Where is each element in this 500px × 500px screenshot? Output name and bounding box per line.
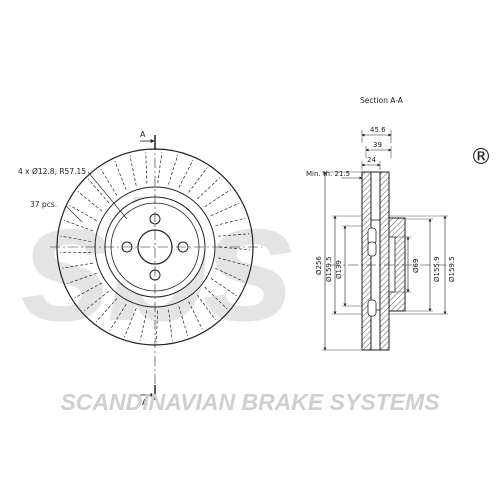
cooling-vane: [67, 273, 97, 284]
cooling-vanes: [60, 152, 250, 343]
cooling-vane: [215, 217, 246, 227]
cooling-vane: [218, 246, 250, 251]
cooling-vane: [69, 204, 97, 221]
hub-bore: [388, 236, 396, 293]
cooling-vane: [74, 282, 103, 299]
bolt-label: 4 x Ø12.8, R57.15: [18, 167, 86, 176]
dim-label-45-6: 45.6: [370, 126, 386, 134]
cooling-vane: [109, 303, 127, 331]
cooling-vane: [188, 167, 208, 193]
registered-mark: ®: [470, 145, 492, 170]
cooling-vane: [204, 189, 231, 208]
cooling-vane: [129, 155, 137, 186]
watermark-company: SCANDINAVIAN BRAKE SYSTEMS: [60, 389, 440, 415]
section-bolt-hole-mid: [367, 241, 377, 257]
cooling-vane: [210, 277, 237, 297]
cooling-vane: [215, 268, 244, 282]
dim-label-155-9: Ø155.9: [433, 256, 441, 282]
cooling-vane: [155, 310, 159, 343]
cooling-vane: [157, 152, 163, 184]
cooling-vane: [88, 179, 110, 203]
vane-leader: [65, 205, 83, 223]
cooling-vane: [168, 154, 179, 185]
cooling-vane: [77, 191, 103, 212]
cooling-vane: [63, 219, 94, 232]
cooling-vane: [145, 152, 148, 184]
dim-label-24: 24: [367, 156, 376, 164]
watermark-logo: sbs ®: [20, 145, 492, 357]
dim-label-256: Ø256: [315, 256, 323, 275]
cooling-vane: [178, 159, 194, 188]
section-bolt-hole-bottom: [367, 299, 377, 317]
cooling-vane: [204, 286, 228, 310]
cooling-vane: [114, 160, 127, 190]
dim-label-39: 39: [373, 141, 382, 149]
cooling-vane: [210, 202, 240, 217]
cooling-vane: [100, 168, 118, 196]
dim-label-159-5-left: Ø159.5: [325, 256, 333, 282]
cooling-vane: [197, 294, 216, 321]
dim-label-69: Ø69: [412, 259, 420, 273]
section-title: Section A-A: [360, 96, 404, 105]
min-thickness-label: Min. th. 21.5: [306, 170, 350, 178]
cooling-vane: [62, 262, 94, 269]
front-view: A A 4 x Ø12.8, R57.15 37 pcs.: [18, 130, 262, 407]
cooling-vane: [218, 233, 250, 237]
cooling-vane: [197, 177, 221, 200]
cooling-vane: [168, 309, 173, 341]
dim-label-139: Ø139: [335, 260, 343, 279]
cooling-vane: [84, 291, 110, 311]
cooling-vane: [217, 257, 249, 267]
cooling-vane: [60, 235, 92, 242]
bolt-leader: [87, 171, 128, 220]
vane-label: 37 pcs.: [30, 200, 57, 209]
section-view: Section A-A 45.6 39 24 Min. th. 21.5: [306, 96, 456, 351]
section-marker-top: A: [140, 130, 146, 139]
cooling-vane: [188, 301, 203, 330]
section-marker-bottom: A: [142, 398, 148, 407]
cooling-vane: [139, 310, 148, 341]
inner-friction-ring: [379, 171, 390, 351]
dim-label-159-5-right: Ø159.5: [448, 256, 456, 282]
cooling-vane: [178, 306, 189, 337]
cooling-vane: [124, 308, 137, 338]
cooling-vane: [95, 298, 118, 322]
outer-friction-ring: [361, 171, 372, 351]
